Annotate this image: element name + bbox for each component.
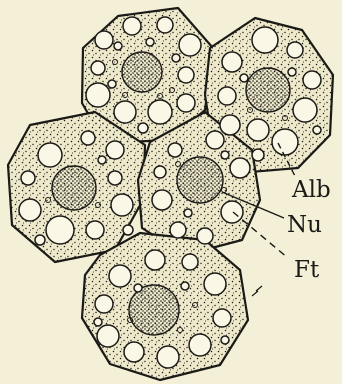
label-nucleus: Nu: [287, 212, 322, 238]
label-fat: Ft: [294, 257, 320, 283]
label-albumen: Alb: [291, 177, 331, 203]
nucleus-right-top: [246, 68, 290, 112]
stray-mark: [252, 286, 262, 296]
nucleus-top: [122, 52, 162, 92]
nucleus-center: [177, 157, 223, 203]
nucleus-left: [52, 166, 96, 210]
